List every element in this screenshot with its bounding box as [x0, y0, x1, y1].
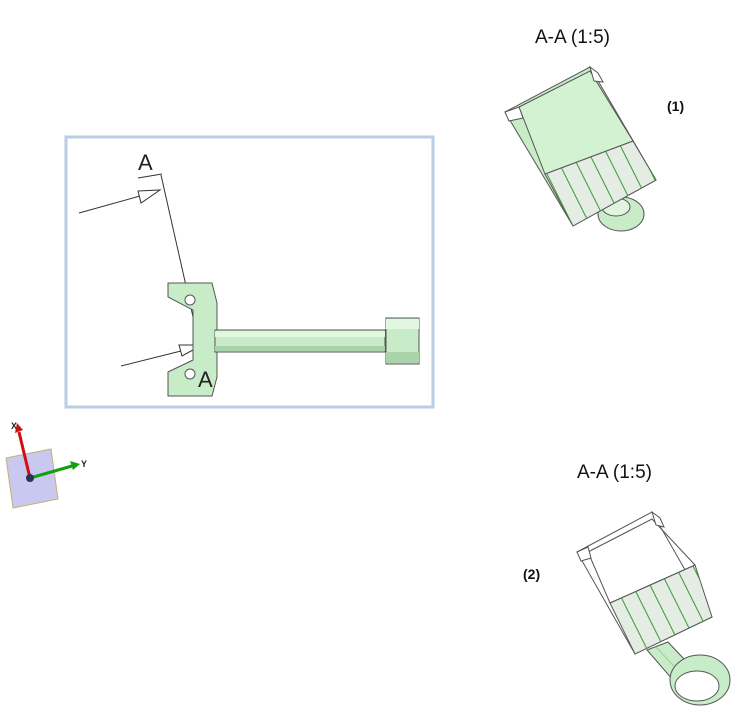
section-view-1-number: (1) [667, 98, 685, 114]
section-label-top: A [138, 150, 153, 175]
knob-part[interactable] [385, 317, 420, 365]
section-label-bottom: A [198, 367, 213, 392]
rod-part[interactable] [214, 329, 386, 353]
section-line-tick [137, 173, 163, 179]
view-frame[interactable] [64, 135, 435, 409]
section-arrow-top [78, 189, 162, 214]
section-view-2-title: A-A (1:5) [577, 462, 652, 483]
bracket-part[interactable] [167, 282, 218, 397]
bracket-hole-top [184, 294, 196, 306]
section-view-1-title: A-A (1:5) [535, 27, 610, 48]
section-view-2-number: (2) [523, 566, 541, 582]
bracket-hole-bottom [184, 368, 196, 380]
